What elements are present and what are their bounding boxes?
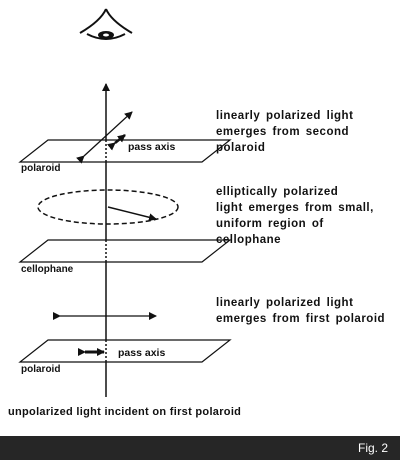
annotation-line: linearly polarized light <box>216 297 354 309</box>
annotation-line: cellophane <box>216 234 282 246</box>
cellophane-label: cellophane <box>21 264 74 275</box>
cellophane-annotation: elliptically polarized light emerges fro… <box>216 184 374 248</box>
elliptical-polarization-ellipse <box>37 189 179 225</box>
polaroid-bottom-plate <box>18 339 232 363</box>
annotation-line: elliptically polarized <box>216 186 339 198</box>
footer-bar: Fig. 2 <box>0 436 400 460</box>
first-polaroid-annotation: linearly polarized light emerges from fi… <box>216 295 385 327</box>
caption: unpolarized light incident on first pola… <box>8 406 242 418</box>
diagonal-polarization-arrow <box>76 111 133 164</box>
polaroid-top-plate <box>18 139 232 163</box>
annotation-line: linearly polarized light <box>216 110 354 122</box>
cellophane-plate <box>18 239 232 263</box>
elliptical-field-vector <box>107 206 157 222</box>
annotation-line: emerges from second <box>216 126 350 138</box>
pass-axis-top-label: pass axis <box>128 141 176 153</box>
second-polaroid-annotation: linearly polarized light emerges from se… <box>216 108 353 156</box>
annotation-line: uniform region of <box>216 218 324 230</box>
figure-label: Fig. 2 <box>357 441 388 455</box>
annotation-line: polaroid <box>216 142 266 154</box>
annotation-line: light emerges from small, <box>216 202 374 214</box>
annotation-line: emerges from first polaroid <box>216 313 386 325</box>
polaroid-bottom-label: polaroid <box>21 364 61 375</box>
pass-axis-bottom-label: pass axis <box>118 347 166 359</box>
polaroid-top-label: polaroid <box>21 163 61 174</box>
eye-icon <box>79 8 133 40</box>
